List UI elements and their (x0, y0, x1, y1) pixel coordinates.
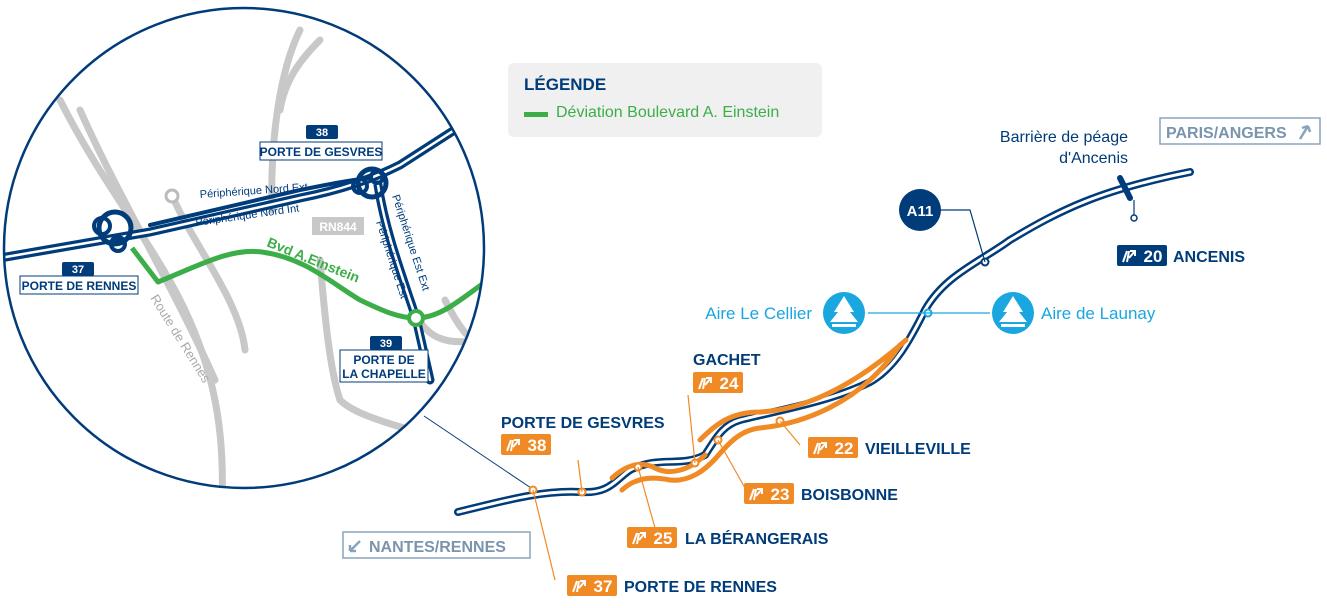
deviation-route (130, 246, 484, 321)
svg-text:LA CHAPELLE: LA CHAPELLE (342, 367, 426, 381)
roundabout-icon (407, 309, 425, 327)
svg-text:LA BÉRANGERAIS: LA BÉRANGERAIS (685, 529, 829, 548)
svg-text:24: 24 (720, 374, 739, 393)
svg-text:20: 20 (1144, 247, 1163, 266)
a11-motorway (454, 168, 1194, 516)
svg-text:39: 39 (380, 338, 392, 350)
exit-38-inset: 38 PORTE DE GESVRES (259, 125, 383, 161)
exit-37-inset: 37 PORTE DE RENNES (19, 262, 139, 295)
legend: LÉGENDE Déviation Boulevard A. Einstein (508, 63, 822, 137)
arrow-down-left-icon (348, 540, 361, 553)
svg-text:37: 37 (72, 264, 84, 276)
exit-37: 37 PORTE DE RENNES (567, 575, 777, 596)
rn844-badge: RN844 (312, 217, 364, 235)
svg-text:NANTES/RENNES: NANTES/RENNES (369, 539, 506, 556)
works-section (609, 337, 909, 493)
exit-38: PORTE DE GESVRES 38 (501, 415, 665, 455)
svg-text:VIEILLEVILLE: VIEILLEVILLE (865, 441, 971, 458)
svg-text:ANCENIS: ANCENIS (1173, 249, 1245, 266)
toll-barrier (1117, 175, 1133, 201)
direction-nantes-rennes: NANTES/RENNES (342, 531, 531, 559)
arrow-up-right-icon (1298, 124, 1312, 140)
svg-text:A11: A11 (907, 203, 934, 220)
exit-25: 25 LA BÉRANGERAIS (627, 527, 829, 548)
grey-roads (56, 26, 484, 488)
svg-text:PARIS/ANGERS: PARIS/ANGERS (1166, 125, 1287, 142)
toll-marker (1130, 214, 1138, 222)
a11-badge: A11 (899, 189, 941, 231)
exit-39-inset: 39 PORTE DE LA CHAPELLE (339, 336, 429, 383)
legend-deviation-swatch (524, 112, 548, 117)
svg-text:PORTE DE GESVRES: PORTE DE GESVRES (501, 415, 665, 432)
rest-area-launay: Aire de Launay (992, 292, 1156, 334)
svg-text:PORTE DE RENNES: PORTE DE RENNES (22, 279, 137, 293)
exit-24: GACHET 24 (693, 352, 761, 393)
toll-label-1: Barrière de péage (1000, 129, 1128, 146)
inset-border (2, 6, 486, 490)
junction-icon (164, 188, 180, 204)
legend-deviation-label: Déviation Boulevard A. Einstein (556, 104, 780, 121)
direction-paris-angers: PARIS/ANGERS (1159, 117, 1321, 145)
svg-text:38: 38 (316, 127, 328, 139)
svg-text:25: 25 (654, 529, 673, 548)
exit-20: 20 ANCENIS (1117, 245, 1245, 266)
legend-title: LÉGENDE (524, 75, 607, 94)
exit-22: 22 VIEILLEVILLE (808, 437, 971, 458)
svg-text:22: 22 (835, 439, 854, 458)
svg-text:PORTE DE: PORTE DE (353, 353, 414, 367)
svg-text:BOISBONNE: BOISBONNE (801, 487, 898, 504)
detail-inset: 38 PORTE DE GESVRES 37 PORTE DE RENNES 3… (2, 6, 486, 490)
svg-text:RN844: RN844 (319, 220, 357, 234)
leader-lines (532, 200, 1135, 581)
svg-text:Aire Le Cellier: Aire Le Cellier (705, 304, 812, 323)
svg-text:PORTE DE RENNES: PORTE DE RENNES (624, 579, 777, 596)
toll-label-2: d'Ancenis (1059, 150, 1128, 167)
svg-text:PORTE DE GESVRES: PORTE DE GESVRES (260, 145, 383, 159)
svg-text:37: 37 (594, 577, 613, 596)
svg-text:38: 38 (528, 436, 547, 455)
svg-text:Aire de Launay: Aire de Launay (1041, 304, 1156, 323)
svg-text:GACHET: GACHET (693, 352, 761, 369)
exit-23: 23 BOISBONNE (744, 483, 898, 504)
svg-text:23: 23 (771, 485, 790, 504)
rest-area-cellier: Aire Le Cellier (705, 292, 865, 334)
inset-connector (423, 415, 535, 491)
